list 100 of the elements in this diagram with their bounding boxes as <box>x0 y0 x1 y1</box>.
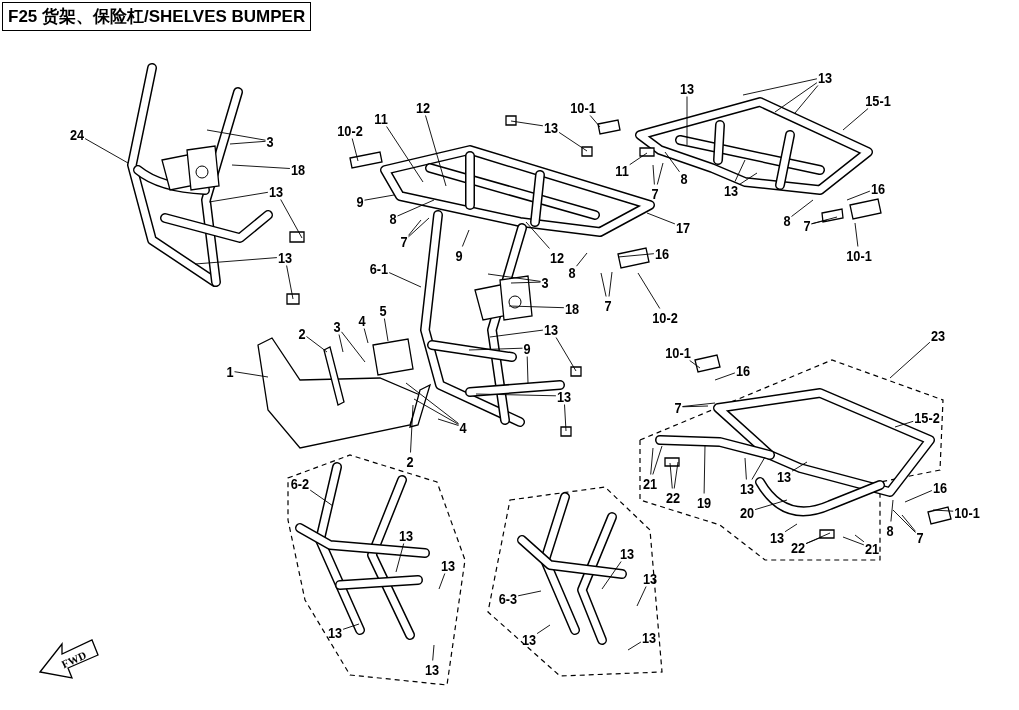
leader-line <box>854 222 859 247</box>
leader-line <box>904 490 933 503</box>
leader-line <box>468 347 523 351</box>
callout-number: 13 <box>556 388 572 404</box>
leader-line <box>383 318 389 342</box>
leader-line <box>576 252 588 267</box>
callout-number: 13 <box>521 631 537 647</box>
callout-number: 20 <box>739 504 755 520</box>
leader-line <box>751 456 766 480</box>
leader-line <box>438 573 446 590</box>
leader-line <box>811 216 838 225</box>
callout-number: 13 <box>543 119 559 135</box>
leader-line <box>637 272 661 309</box>
leader-line <box>413 398 459 425</box>
leader-line <box>397 199 435 217</box>
leader-line <box>306 336 328 353</box>
callout-number: 13 <box>424 661 440 677</box>
leader-line <box>892 509 916 533</box>
callout-number: 6-3 <box>498 590 518 606</box>
callout-number: 10-1 <box>846 247 872 263</box>
leader-line <box>636 586 647 607</box>
leader-line <box>525 221 550 249</box>
callout-number: 13 <box>398 527 414 543</box>
leader-line <box>487 273 541 282</box>
leader-line <box>689 360 701 369</box>
leader-line <box>890 499 894 522</box>
callout-number: 9 <box>356 193 364 209</box>
title: F25 货架、保险杠/SHELVES BUMPER <box>2 2 312 31</box>
leader-line <box>351 138 359 162</box>
callout-number: 11 <box>615 162 629 178</box>
callout-number: 7 <box>803 217 811 233</box>
leader-line <box>600 272 607 297</box>
leader-line <box>206 129 266 141</box>
leader-line <box>510 120 544 127</box>
leader-line <box>425 115 447 187</box>
callout-number: 7 <box>674 399 682 415</box>
leader-line <box>536 624 551 635</box>
callout-number: 16 <box>735 362 751 378</box>
callout-number: 3 <box>541 274 549 290</box>
callout-number: 3 <box>333 318 341 334</box>
callout-number: 13 <box>776 468 792 484</box>
leader-line <box>408 219 422 236</box>
leader-line <box>650 447 654 475</box>
leader-line <box>714 372 736 381</box>
leader-line <box>280 199 303 239</box>
leader-line <box>669 462 673 489</box>
leader-line <box>894 420 914 428</box>
leader-line <box>686 96 688 146</box>
leader-line <box>234 371 269 378</box>
leader-line <box>194 257 278 265</box>
leader-line <box>774 82 818 113</box>
leader-line <box>734 159 746 182</box>
leader-line <box>408 217 430 238</box>
direction-label: FWD <box>59 647 89 673</box>
leader-line <box>601 561 622 590</box>
leader-line <box>558 131 588 152</box>
callout-number: 13 <box>723 182 739 198</box>
leader-line <box>208 191 269 203</box>
callout-number: 7 <box>604 297 612 313</box>
leader-line <box>395 543 405 573</box>
callout-number: 10-1 <box>665 344 691 360</box>
leader-line <box>508 305 565 309</box>
callout-number: 8 <box>389 210 397 226</box>
callout-number: 18 <box>564 300 580 316</box>
callout-number: 19 <box>696 494 712 510</box>
leader-line <box>229 140 266 145</box>
leader-line <box>437 418 459 426</box>
callout-number: 1 <box>226 363 234 379</box>
leader-line <box>742 78 818 96</box>
callout-number: 13 <box>277 249 293 265</box>
callout-number: 7 <box>916 529 924 545</box>
leader-line <box>682 402 716 407</box>
leader-line <box>84 138 129 164</box>
leader-line <box>932 509 954 512</box>
front-bumper-kit-drawing <box>287 454 466 686</box>
leader-line <box>791 199 814 217</box>
leader-line <box>805 532 831 544</box>
leader-line <box>652 164 655 185</box>
callout-number: 2 <box>406 453 414 469</box>
leader-line <box>388 272 422 288</box>
leader-line <box>342 623 360 630</box>
callout-number: 9 <box>455 247 463 263</box>
callout-number: 13 <box>679 80 695 96</box>
callout-number: 8 <box>783 212 791 228</box>
callout-number: 13 <box>543 321 559 337</box>
leader-line <box>489 329 544 338</box>
callout-number: 13 <box>268 183 284 199</box>
leader-line <box>738 172 758 186</box>
callout-number: 21 <box>642 475 658 491</box>
leader-line <box>794 85 819 114</box>
callout-number: 5 <box>379 302 387 318</box>
callout-number: 10-2 <box>652 309 678 325</box>
callout-number: 3 <box>266 133 274 149</box>
leader-line <box>791 461 808 472</box>
callout-number: 10-1 <box>954 504 980 520</box>
callout-number: 8 <box>680 170 688 186</box>
callout-number: 7 <box>400 233 408 249</box>
leader-line <box>656 162 664 185</box>
skid-plate-drawing <box>257 337 432 449</box>
callout-number: 16 <box>870 180 886 196</box>
